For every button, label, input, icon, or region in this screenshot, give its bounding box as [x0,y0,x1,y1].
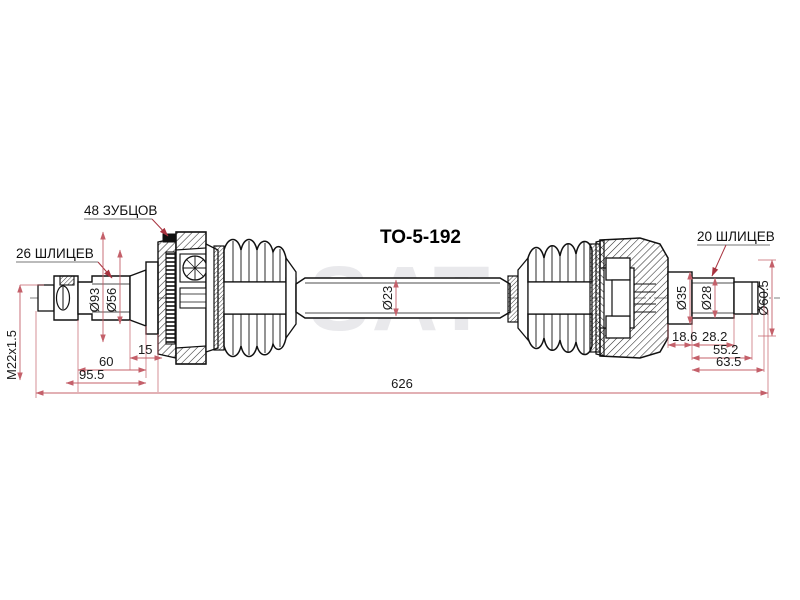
dim-label-626: 626 [391,376,413,391]
tripod-housing-lip [595,239,605,357]
stub-collar [145,261,159,335]
inner-cv-boot [507,240,601,356]
boot-bellows-lower [223,313,287,358]
tripod-roller-lower [605,315,631,339]
shaft-body [295,277,511,319]
shaft-taper [129,268,147,328]
note-label-20-splines: 20 ШЛИЦЕВ [697,229,775,244]
tripod-roller-upper [605,257,631,281]
dim-label-18-6: 18.6 [672,329,697,344]
boot-neck-right [517,256,529,342]
boot-clamp-large-left [213,245,225,351]
boot-mid-band [223,281,287,315]
dim-thread-m22: M22x1.5 [4,284,44,381]
part-number-text: TO-5-192 [380,227,461,248]
dim-label-95-5: 95.5 [79,367,104,382]
dim-overall-626: 626 [35,310,769,398]
dim-dia-28: Ø28 [699,277,718,319]
inner-tripod-housing [595,237,669,359]
dim-dia-35: Ø35 [674,271,693,325]
cv-bell-hatch-top [175,231,207,251]
boot-bellows-upper [223,238,287,283]
dim-label-dia35: Ø35 [674,286,689,311]
outer-cv-boot [213,238,297,358]
dim-label-m22: M22x1.5 [4,330,19,380]
dim-label-dia93: Ø93 [87,288,102,313]
dim-label-15: 15 [138,342,152,357]
inner-boot-mid-band [527,281,593,315]
shaft-end-tip [733,281,759,315]
note-leaders: 48 ЗУБЦОВ 26 ШЛИЦЕВ 20 ШЛИЦЕВ [16,203,775,279]
outer-cv-joint [157,231,219,365]
part-number-title: TO-5-192 [380,227,461,248]
boot-neck-left [285,255,297,341]
dim-dia-93: Ø93 [87,231,106,343]
interconnecting-shaft [295,277,511,319]
dims-left-group: 15 60 95.5 [65,320,163,392]
dim-label-60: 60 [99,354,113,369]
tripod-spider-hub [611,279,631,317]
nut-hatch-top [59,275,75,286]
dim-dia-56: Ø56 [104,249,123,325]
abs-reluctor-ring-48 [165,251,176,345]
dims-right-group: 18.6 28.2 55.2 63.5 [667,306,765,373]
dim-dia-60-5: Ø60.5 [756,259,776,337]
dim-label-55-2: 55.2 [713,342,738,357]
dim-label-28-2: 28.2 [702,329,727,344]
dim-label-dia28: Ø28 [699,286,714,311]
dim-label-63-5: 63.5 [716,354,741,369]
dim-label-dia23: Ø23 [380,286,395,311]
boot-clamp-small-right [507,275,519,323]
threaded-tip [37,284,55,312]
dim-label-dia60-5: Ø60.5 [756,280,771,315]
abs-ring-teeth-marker [162,233,176,243]
note-label-26-splines: 26 ШЛИЦЕВ [16,246,94,261]
dim-dia-23: Ø23 [380,279,399,317]
cv-bell-hatch-bottom [175,345,207,365]
dim-label-dia56: Ø56 [104,288,119,313]
note-label-48-teeth: 48 ЗУБЦОВ [84,203,157,218]
